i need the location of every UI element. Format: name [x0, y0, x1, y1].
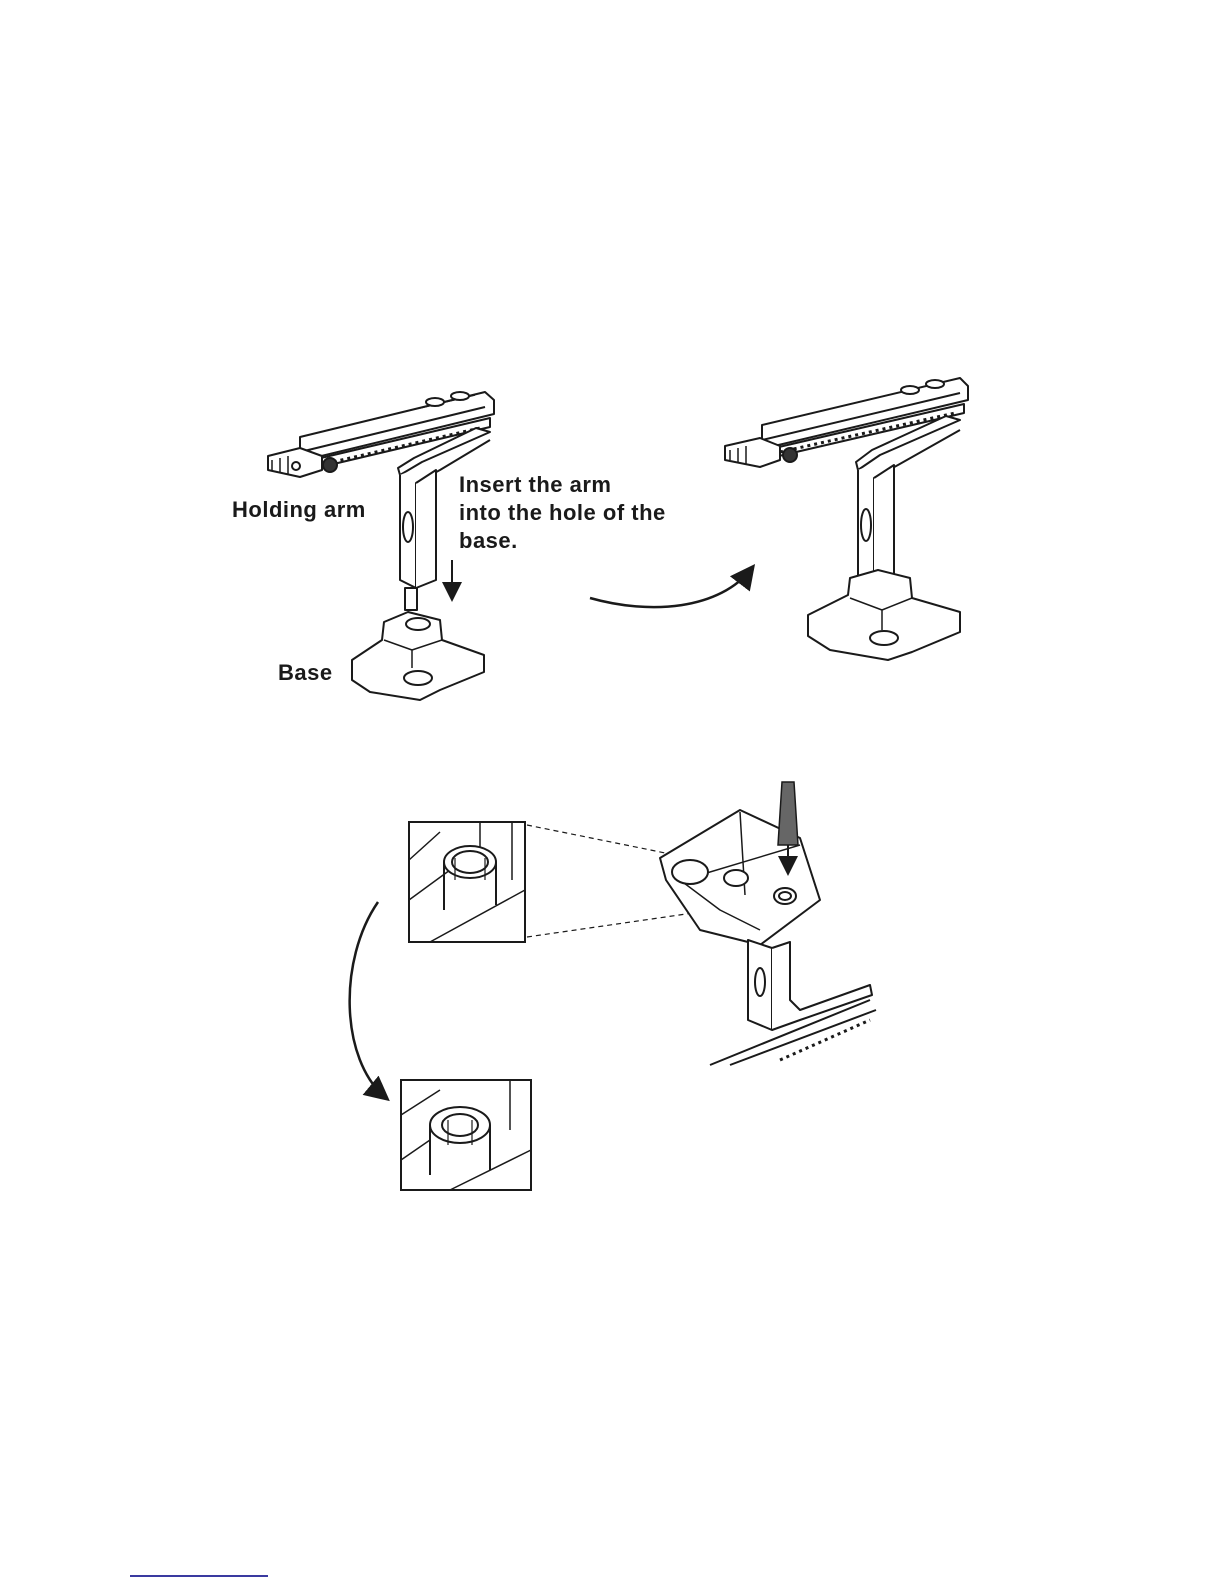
detail-view-after: [401, 1080, 531, 1190]
arm-assembled: [725, 378, 968, 598]
label-holding-arm: Holding arm: [232, 497, 366, 523]
base-unassembled: [352, 612, 484, 700]
leader-line-top: [527, 825, 690, 858]
base-underside: [660, 810, 876, 1065]
base-assembled: [808, 570, 960, 660]
transition-arrow: [590, 568, 752, 607]
label-base: Base: [278, 660, 333, 686]
leader-line-bottom: [527, 912, 700, 937]
footer-rule: [130, 1575, 268, 1577]
detail-view-before: [409, 822, 525, 942]
label-instruction: Insert the arm into the hole of the base…: [459, 471, 666, 555]
result-arrow: [350, 902, 386, 1098]
